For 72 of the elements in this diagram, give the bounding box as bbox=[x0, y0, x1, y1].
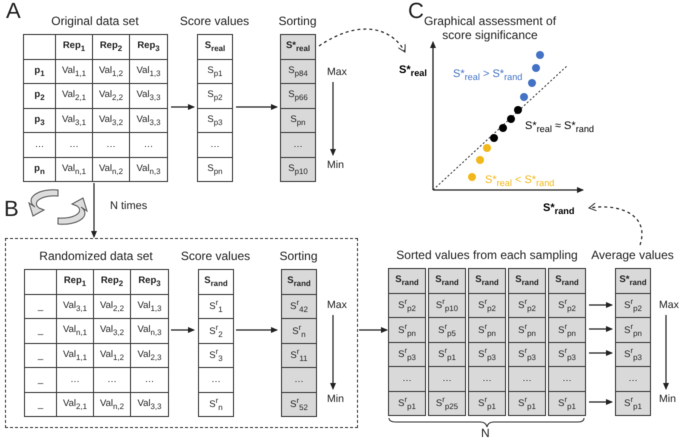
arrow bbox=[589, 350, 613, 356]
table-cell: S$_{rand}$ bbox=[198, 269, 234, 294]
table-cell: S$_{rand}$ bbox=[548, 268, 586, 294]
axis-label: S*$_{real}$ bbox=[399, 64, 427, 78]
axis-label: S*$_{rand}$ bbox=[543, 202, 574, 216]
table-cell: S$_{p1}$ bbox=[197, 58, 233, 84]
column-title: Average values bbox=[591, 248, 674, 262]
arrow bbox=[236, 104, 278, 110]
table-cell: Val$_{n,3}$ bbox=[129, 156, 168, 182]
table-cell: … bbox=[468, 366, 506, 392]
table-cell: S$_{rand}$ bbox=[468, 268, 506, 294]
table-cell: S$_{real}$ bbox=[197, 34, 233, 60]
table-cell: S*$_{real}$ bbox=[280, 34, 316, 60]
table-cell: Rep$_{3}$ bbox=[130, 269, 169, 294]
arrow bbox=[589, 399, 613, 405]
column-title: Sorting bbox=[279, 249, 318, 263]
column-title: Score values bbox=[180, 14, 250, 28]
table-cell: … bbox=[428, 366, 466, 392]
table-cell: S$_{p3}$ bbox=[197, 108, 233, 133]
chart-title: Graphical assessment of score significance bbox=[423, 14, 558, 42]
table-cell: … bbox=[508, 366, 546, 392]
table-cell: S$_{pn}$ bbox=[197, 156, 233, 182]
table-cell: S$_{rand}$ bbox=[388, 268, 426, 294]
table-cell: … bbox=[280, 132, 316, 158]
table-cell: S$_{p66}$ bbox=[280, 83, 316, 108]
dashed-arrow bbox=[318, 28, 406, 52]
brace-label: N bbox=[481, 426, 490, 440]
annotation: S*$_{real}$ > S*$_{rand}$ bbox=[453, 68, 522, 82]
table-cell: Val$_{3,3}$ bbox=[130, 392, 169, 417]
table-title: Original data set bbox=[51, 14, 139, 28]
range-label: Min bbox=[327, 393, 344, 405]
annotation: S*$_{real}$ ≈ S*$_{rand}$ bbox=[525, 120, 594, 134]
table-cell: S$_{rand}$ bbox=[428, 268, 466, 294]
table-cell: S$_{p2}$ bbox=[197, 83, 233, 108]
table-cell: … bbox=[197, 132, 233, 158]
range-label: Max bbox=[327, 299, 347, 311]
arrow bbox=[359, 327, 388, 333]
column-title: Score values bbox=[180, 249, 250, 263]
table-cell: _ bbox=[24, 392, 57, 417]
arrow bbox=[171, 327, 195, 333]
table-cell: … bbox=[615, 366, 651, 392]
dashed-frame bbox=[5, 238, 358, 428]
table-cell: p$_{n}$ bbox=[23, 156, 56, 182]
arrow bbox=[589, 326, 613, 332]
arrow bbox=[91, 183, 97, 238]
edge-label: N times bbox=[110, 200, 148, 212]
arrow bbox=[236, 327, 278, 333]
table-title: Randomized data set bbox=[39, 249, 153, 263]
range-label: Max bbox=[659, 299, 679, 311]
annotation: S*$_{real}$ < S*$_{rand}$ bbox=[485, 174, 554, 188]
arrow bbox=[171, 104, 195, 110]
table-cell: S$_{rand}$ bbox=[508, 268, 546, 294]
range-label: Min bbox=[659, 393, 676, 405]
panel-letter: A bbox=[6, 0, 21, 24]
table-cell: S$_{p84}$ bbox=[280, 58, 316, 84]
group-title: Sorted values from each sampling bbox=[396, 248, 578, 262]
column-title: Sorting bbox=[278, 14, 317, 28]
table-cell: S*$_{rand}$ bbox=[615, 268, 651, 294]
panel-letter: B bbox=[4, 196, 19, 222]
table-cell: … bbox=[281, 367, 317, 392]
range-label: Min bbox=[327, 159, 344, 171]
table-cell: … bbox=[548, 366, 586, 392]
arrow bbox=[589, 302, 613, 308]
table-cell: S$_{p10}$ bbox=[280, 156, 316, 182]
dashed-arrow bbox=[588, 202, 642, 246]
table-cell: … bbox=[198, 367, 234, 392]
table-cell: … bbox=[388, 366, 426, 392]
range-label: Max bbox=[327, 66, 347, 78]
table-cell: S$_{pn}$ bbox=[280, 108, 316, 133]
table-cell: Rep$_{3}$ bbox=[129, 34, 168, 60]
table-cell: S$_{rand}$ bbox=[281, 269, 317, 294]
panel-letter: C bbox=[408, 0, 424, 24]
